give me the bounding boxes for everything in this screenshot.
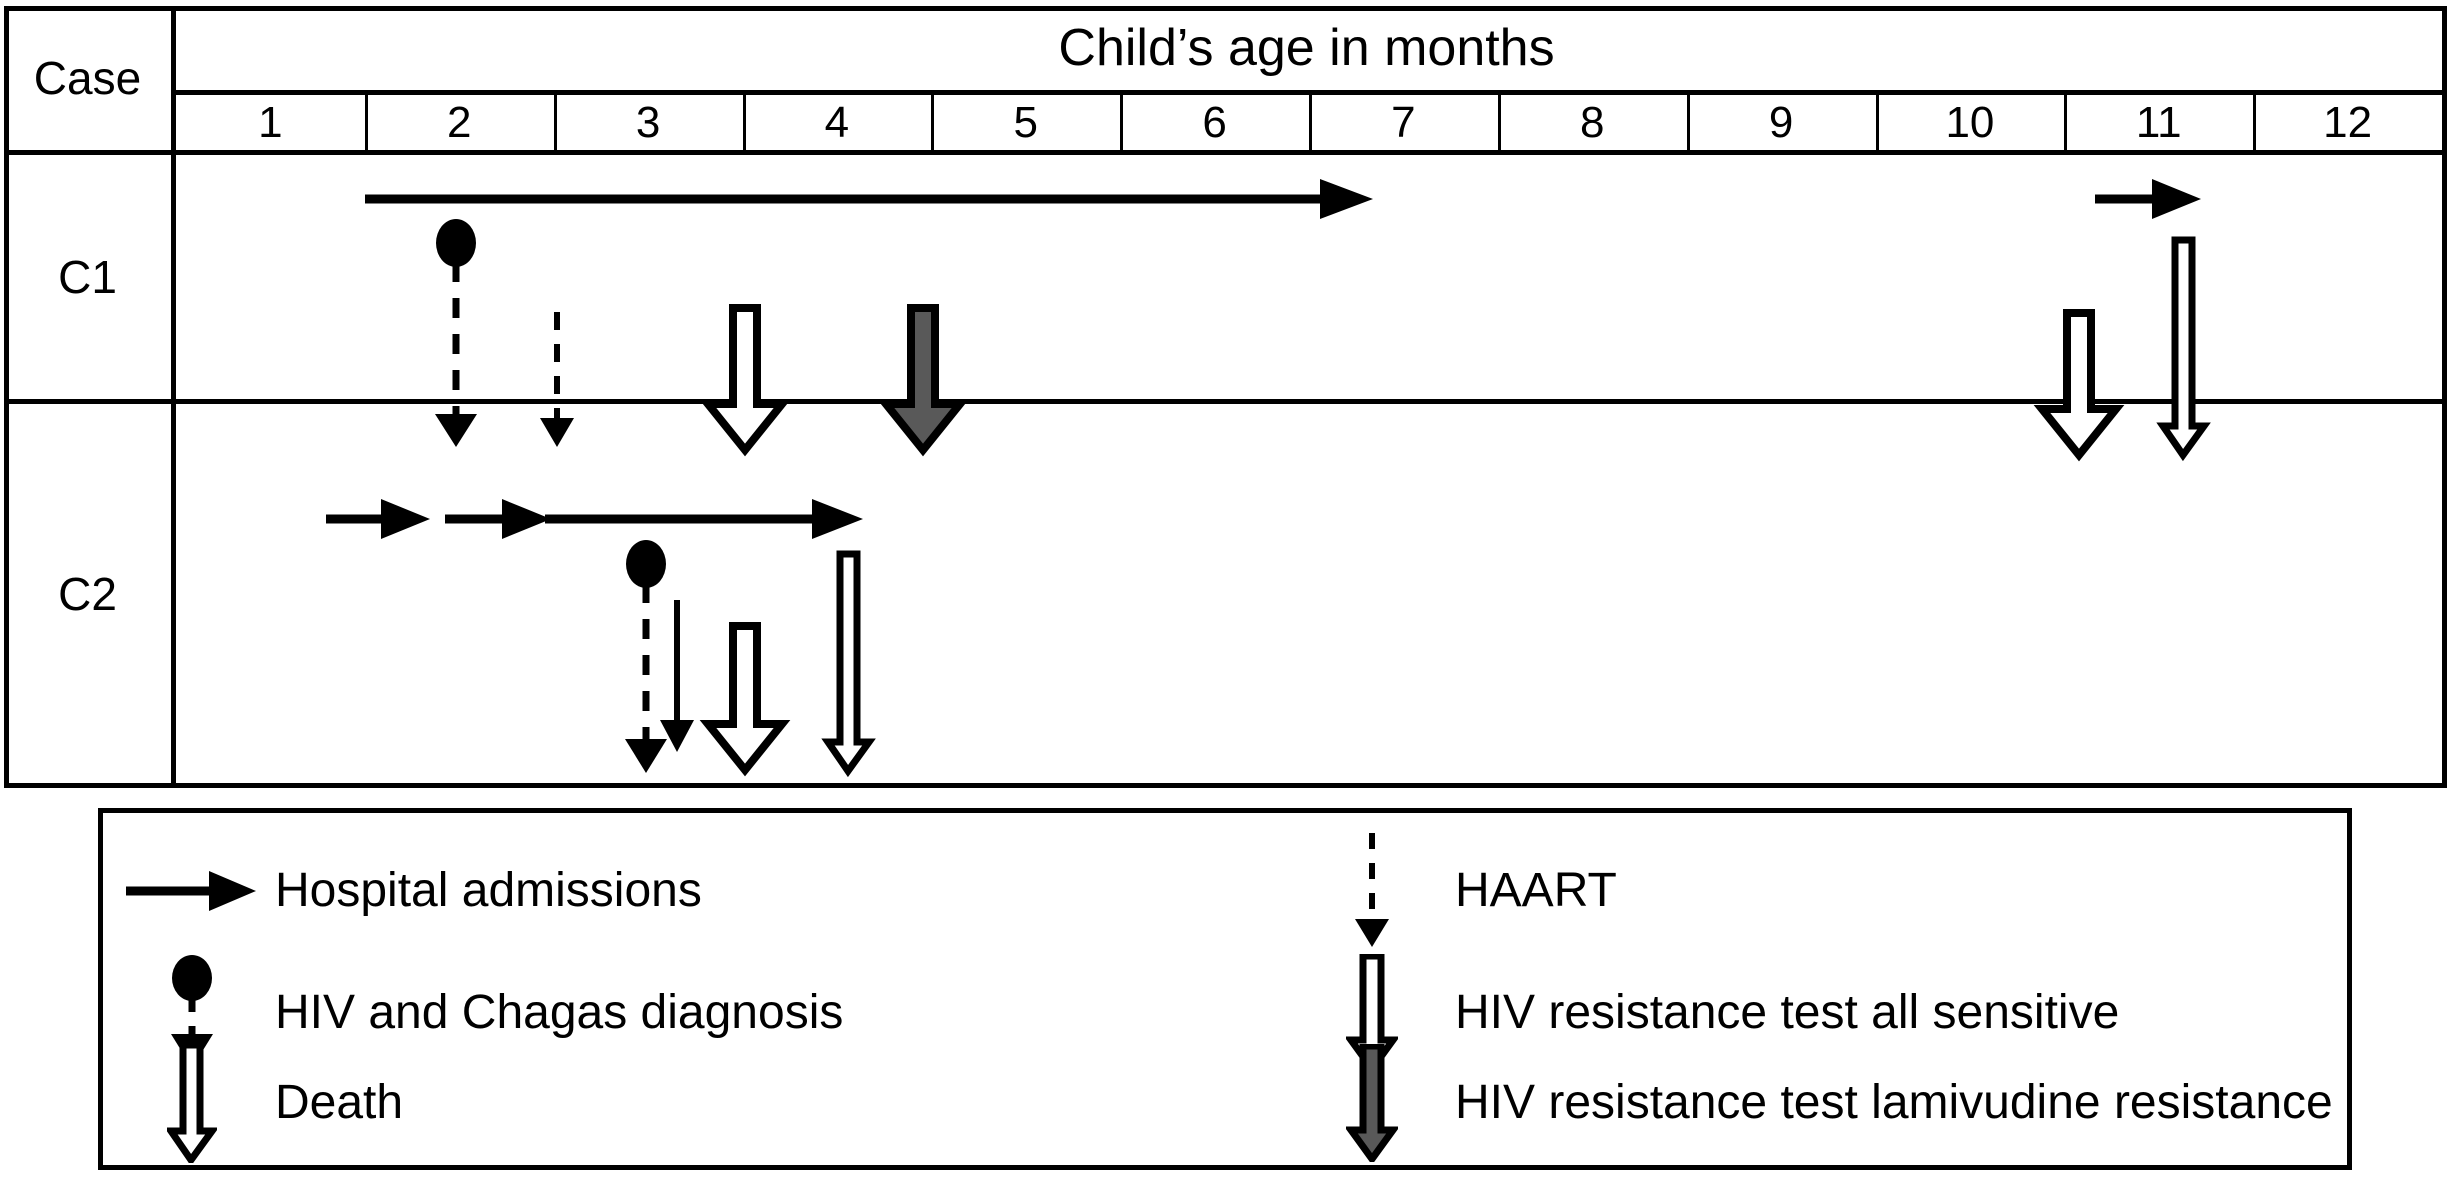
month-column-divider	[1309, 95, 1312, 150]
legend-item-hiv-chagas-diagnosis: HIV and Chagas diagnosis	[103, 953, 1283, 1073]
month-column-divider	[364, 95, 368, 150]
legend-item-haart: HAART	[1283, 831, 2353, 951]
legend-item-resistance-lamivudine: HIV resistance test lamivudine resistanc…	[1283, 1043, 2353, 1163]
month-header-cell: 5	[1013, 97, 1038, 147]
c1-death-arrow	[2156, 236, 2211, 462]
row-label-c2: C2	[58, 568, 117, 620]
month-header-cell: 6	[1202, 97, 1227, 147]
legend: Hospital admissions HIV and Chagas diagn…	[98, 808, 2352, 1170]
month-header-cell: 11	[2135, 97, 2182, 147]
month-header-cell: 9	[1768, 97, 1794, 147]
month-column-divider	[931, 95, 935, 150]
month-column-divider	[553, 95, 557, 150]
month-column-divider	[1686, 95, 1690, 150]
c2-death-arrow	[821, 550, 876, 778]
row-separator-rule	[4, 399, 2447, 404]
legend-label-haart: HAART	[1455, 864, 1617, 917]
month-column-divider	[2253, 95, 2257, 150]
month-column-divider	[742, 95, 746, 150]
month-header-cell: 10	[1945, 97, 1995, 147]
c2-hospital-admission-arrow-3	[545, 498, 865, 540]
case-column-divider	[171, 6, 176, 150]
legend-label-hiv-chagas-diagnosis: HIV and Chagas diagnosis	[275, 986, 844, 1039]
c2-hiv-chagas-diagnosis-marker	[618, 539, 674, 775]
c1-hospital-admission-arrow-2	[2095, 178, 2203, 220]
haart-dashed-arrow-icon	[1297, 831, 1447, 951]
row-label-c1: C1	[58, 251, 117, 303]
month-header-cell: 7	[1391, 97, 1416, 147]
legend-label-resistance-lamivudine: HIV resistance test lamivudine resistanc…	[1455, 1076, 2333, 1129]
c1-hospital-admission-arrow-1	[365, 178, 1375, 220]
death-hollow-arrow-icon	[117, 1043, 267, 1163]
legend-item-hospital-admissions: Hospital admissions	[103, 831, 1283, 951]
c2-resistance-test-sensitive-arrow	[699, 622, 791, 777]
age-axis-title: Child’s age in months	[1058, 19, 1555, 77]
case-column-header: Case	[33, 52, 142, 104]
legend-column-left: Hospital admissions HIV and Chagas diagn…	[103, 813, 1283, 1165]
month-column-divider	[1875, 95, 1879, 150]
resistance-lamivudine-gray-arrow-icon	[1297, 1043, 1447, 1163]
month-header-cell: 12	[2323, 97, 2373, 147]
c1-resistance-test-sensitive-arrow	[699, 304, 791, 457]
legend-item-death: Death	[103, 1043, 1283, 1163]
month-header-cell: 1	[258, 97, 283, 147]
month-column-divider	[1120, 95, 1124, 150]
body-left-divider	[171, 150, 176, 784]
month-header-cell: 2	[447, 97, 472, 147]
legend-column-right: HAART HIV resistance test all sensitive …	[1283, 813, 2353, 1165]
month-column-divider	[2064, 95, 2068, 150]
month-header-cell: 3	[635, 97, 661, 147]
c1-resistance-test-sensitive-arrow-2	[2033, 309, 2125, 462]
c2-hospital-admission-arrow-1	[326, 498, 432, 540]
month-header-cell: 8	[1580, 97, 1605, 147]
c2-hospital-admission-arrow-2	[445, 498, 553, 540]
legend-label-resistance-sensitive: HIV resistance test all sensitive	[1455, 986, 2120, 1039]
legend-label-hospital-admissions: Hospital admissions	[275, 864, 702, 917]
hospital-admission-arrow-icon	[117, 831, 267, 951]
month-column-divider	[1497, 95, 1501, 150]
legend-label-death: Death	[275, 1076, 404, 1129]
c2-haart-arrow	[654, 600, 700, 756]
table-outer-border	[4, 6, 2447, 788]
title-underline	[171, 90, 2442, 95]
header-bottom-rule	[4, 150, 2447, 155]
c1-hiv-chagas-diagnosis-marker	[428, 218, 484, 448]
c1-resistance-test-lamivudine-arrow	[877, 304, 969, 457]
month-header-cell: 4	[824, 97, 850, 147]
c1-haart-dashed-arrow	[534, 312, 580, 448]
